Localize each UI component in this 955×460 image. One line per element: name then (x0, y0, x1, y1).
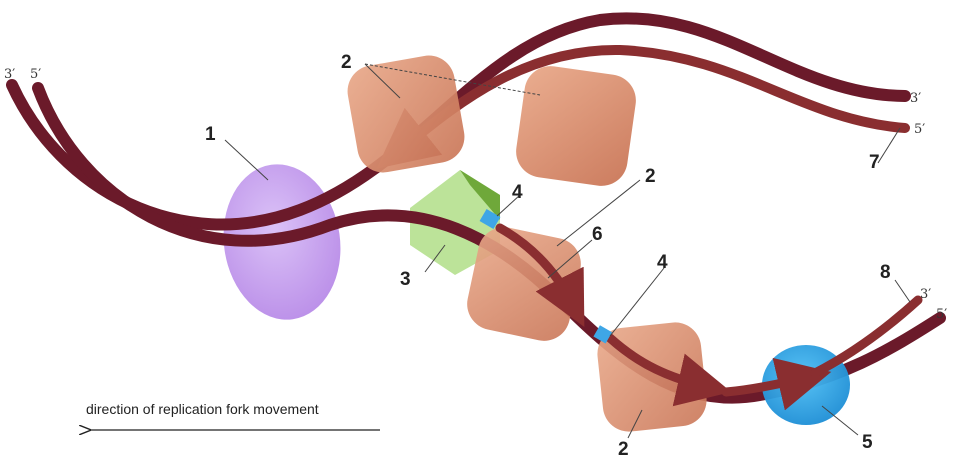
end-right-top-5prime: 5′ (914, 122, 925, 137)
label-primase: 3 (400, 269, 411, 290)
label-primer-lower: 4 (657, 252, 668, 273)
okazaki-fragment-lower (605, 333, 732, 407)
dna-polymerase-top (347, 55, 465, 173)
lagging-strand-end (810, 295, 923, 378)
label-helicase: 1 (205, 124, 216, 145)
end-right-bottom-5prime: 5′ (936, 307, 947, 322)
end-left-3prime: 3′ (4, 67, 15, 82)
label-okazaki-fragment: 6 (592, 224, 603, 245)
dna-polymerase-back (516, 66, 636, 186)
label-polymerase-bottom: 2 (618, 439, 629, 460)
label-polymerase-top: 2 (341, 52, 352, 73)
label-lagging-strand: 8 (880, 262, 891, 283)
lagging-strand (721, 357, 832, 411)
end-right-bottom-3prime: 3′ (920, 287, 931, 302)
end-right-top-3prime: 3′ (910, 91, 921, 106)
label-primer-upper: 4 (512, 182, 523, 203)
leading-strand (376, 44, 910, 169)
end-left-5prime: 5′ (30, 67, 41, 82)
fork-direction-caption: direction of replication fork movement (86, 401, 319, 417)
label-polymerase-mid: 2 (645, 166, 656, 187)
rna-primer-lower (593, 325, 613, 344)
label-leading-strand: 7 (869, 152, 880, 173)
okazaki-fragment (495, 223, 585, 327)
rna-primer-upper (479, 208, 501, 230)
leader-lines (224, 63, 911, 439)
label-ligase: 5 (862, 432, 873, 453)
